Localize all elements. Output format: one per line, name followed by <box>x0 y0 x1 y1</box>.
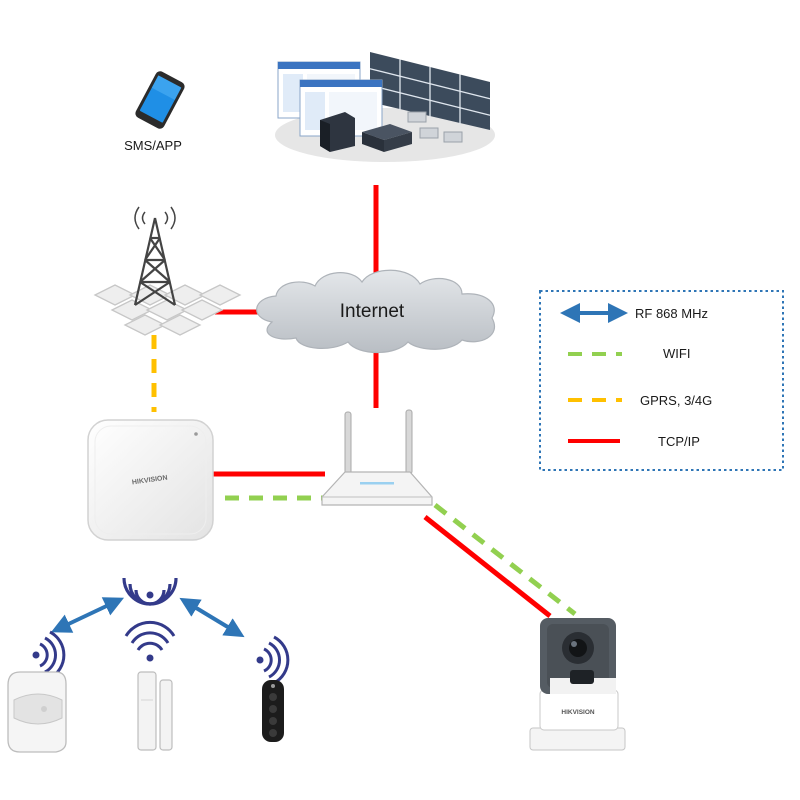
legend-gprs-label: GPRS, 3/4G <box>640 393 712 408</box>
wifi-link-router-camera <box>433 503 577 616</box>
wireless-signal-icon <box>32 630 66 680</box>
smartphone-icon <box>135 71 185 129</box>
alarm-panel-icon: HIKVISION <box>87 419 214 541</box>
legend: RF 868 MHz WIFI GPRS, 3/4G TCP/IP <box>539 290 784 471</box>
wifi-router-icon <box>321 409 433 506</box>
cell-tower-icon <box>93 206 242 336</box>
cloud-icon <box>256 269 495 353</box>
rf-arrow-left <box>50 597 125 633</box>
tcpip-link-router-camera <box>423 515 552 618</box>
legend-rf-label: RF 868 MHz <box>635 306 708 321</box>
rf-section <box>7 577 290 753</box>
operator-desks <box>407 111 463 143</box>
door-contact-icon <box>137 671 173 751</box>
wireless-signal-icon <box>122 577 178 606</box>
internet-label: Internet <box>340 301 405 322</box>
sms-app-label: SMS/APP <box>124 138 182 153</box>
legend-tcpip-label: TCP/IP <box>658 434 700 449</box>
server-unit <box>320 112 355 152</box>
wireless-signal-icon <box>256 635 290 685</box>
connections <box>151 185 577 618</box>
video-wall <box>369 52 491 130</box>
rf-arrow-right <box>179 597 245 638</box>
ip-camera-icon: HIKVISION <box>529 618 626 751</box>
pir-detector-icon <box>7 671 67 753</box>
wireless-signal-icon <box>124 620 176 662</box>
recorder-unit <box>362 124 412 152</box>
keyfob-icon <box>262 680 284 742</box>
camera-brand-logo: HIKVISION <box>561 709 595 716</box>
legend-wifi-label: WIFI <box>663 346 690 361</box>
software-screens <box>277 61 383 137</box>
monitoring-center-icon <box>275 52 495 162</box>
panel-brand-logo: HIKVISION <box>132 475 168 487</box>
